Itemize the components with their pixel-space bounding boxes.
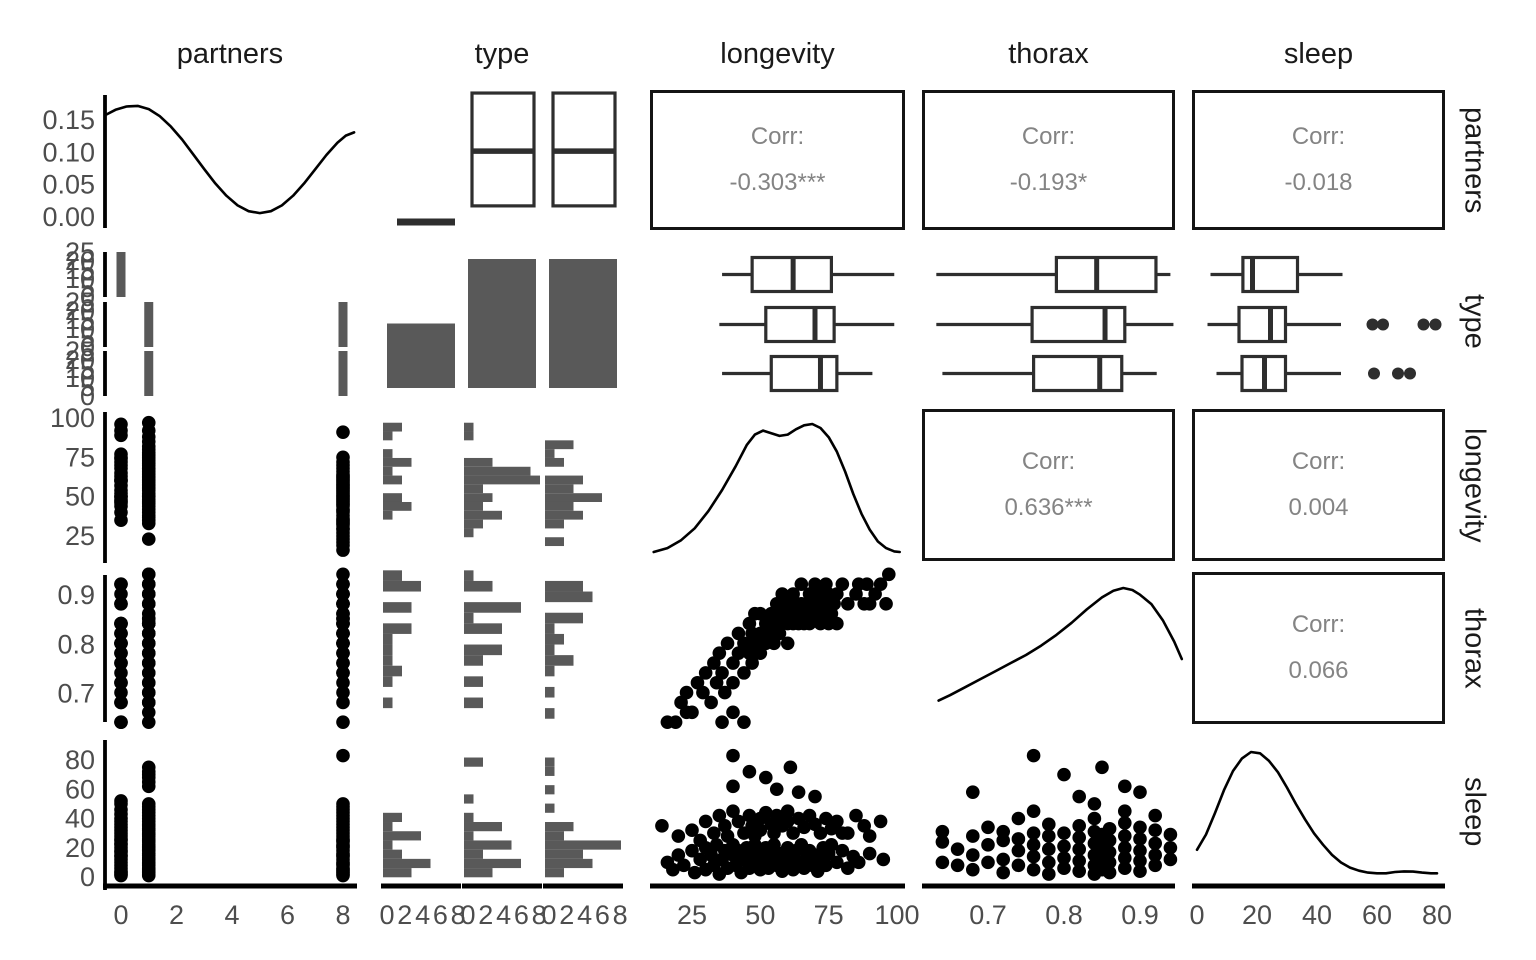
row-strip-type: type bbox=[1458, 293, 1491, 349]
svg-text:75: 75 bbox=[65, 442, 95, 472]
svg-text:0: 0 bbox=[80, 381, 95, 411]
svg-text:60: 60 bbox=[1362, 900, 1392, 930]
svg-text:6: 6 bbox=[280, 900, 295, 930]
svg-text:10: 10 bbox=[65, 264, 95, 294]
corr-cell-thorax-sleep: Corr: 0.066 bbox=[1192, 572, 1445, 724]
svg-text:4: 4 bbox=[496, 900, 511, 930]
svg-text:4: 4 bbox=[415, 900, 430, 930]
svg-text:6: 6 bbox=[595, 900, 610, 930]
corr-label: Corr: bbox=[1021, 123, 1076, 150]
svg-text:6: 6 bbox=[433, 900, 448, 930]
svg-text:0: 0 bbox=[80, 862, 95, 892]
svg-text:25: 25 bbox=[65, 287, 95, 317]
corr-value: -0.193* bbox=[1009, 169, 1088, 196]
corr-value: 0.004 bbox=[1288, 494, 1349, 521]
corr-cell-partners-thorax: Corr: -0.193* bbox=[922, 90, 1175, 230]
svg-text:8: 8 bbox=[613, 900, 628, 930]
column-header-longevity: longevity bbox=[720, 37, 835, 70]
svg-text:8: 8 bbox=[532, 900, 547, 930]
svg-text:0.15: 0.15 bbox=[42, 105, 95, 135]
svg-text:8: 8 bbox=[451, 900, 466, 930]
svg-text:0.8: 0.8 bbox=[1045, 900, 1083, 930]
corr-label: Corr: bbox=[1021, 448, 1076, 475]
svg-text:0: 0 bbox=[1189, 900, 1204, 930]
svg-text:0: 0 bbox=[80, 282, 95, 312]
svg-text:10: 10 bbox=[65, 363, 95, 393]
corr-label: Corr: bbox=[1291, 448, 1346, 475]
svg-text:80: 80 bbox=[1422, 900, 1452, 930]
corr-label: Corr: bbox=[1291, 123, 1346, 150]
corr-value: 0.066 bbox=[1288, 657, 1349, 684]
column-header-thorax: thorax bbox=[1008, 37, 1089, 70]
corr-cell-longevity-sleep: Corr: 0.004 bbox=[1192, 409, 1445, 561]
svg-text:5: 5 bbox=[80, 323, 95, 353]
svg-text:15: 15 bbox=[65, 354, 95, 384]
svg-text:0: 0 bbox=[541, 900, 556, 930]
row-strip-thorax: thorax bbox=[1458, 607, 1491, 689]
column-header-partners: partners bbox=[176, 37, 284, 70]
svg-text:75: 75 bbox=[814, 900, 844, 930]
svg-text:15: 15 bbox=[65, 255, 95, 285]
svg-text:0.05: 0.05 bbox=[42, 170, 95, 200]
corr-cell-partners-sleep: Corr: -0.018 bbox=[1192, 90, 1445, 230]
corr-cell-longevity-thorax: Corr: 0.636*** bbox=[922, 409, 1175, 561]
svg-text:2: 2 bbox=[397, 900, 412, 930]
svg-text:0: 0 bbox=[113, 900, 128, 930]
corr-value: -0.303*** bbox=[729, 169, 826, 196]
svg-text:40: 40 bbox=[1302, 900, 1332, 930]
svg-text:10: 10 bbox=[65, 314, 95, 344]
svg-text:60: 60 bbox=[65, 774, 95, 804]
svg-text:25: 25 bbox=[65, 237, 95, 267]
svg-text:5: 5 bbox=[80, 372, 95, 402]
svg-text:2: 2 bbox=[478, 900, 493, 930]
svg-text:0: 0 bbox=[460, 900, 475, 930]
svg-text:4: 4 bbox=[577, 900, 592, 930]
svg-text:0.9: 0.9 bbox=[57, 580, 95, 610]
svg-text:20: 20 bbox=[65, 833, 95, 863]
svg-text:0.7: 0.7 bbox=[969, 900, 1007, 930]
svg-text:2: 2 bbox=[559, 900, 574, 930]
column-header-sleep: sleep bbox=[1283, 37, 1354, 70]
svg-text:20: 20 bbox=[65, 296, 95, 326]
svg-text:0.7: 0.7 bbox=[57, 679, 95, 709]
row-strip-partners: partners bbox=[1458, 106, 1491, 214]
corr-cell-partners-longevity: Corr: -0.303*** bbox=[650, 90, 905, 230]
corr-label: Corr: bbox=[750, 123, 805, 150]
row-strip-longevity: longevity bbox=[1458, 427, 1491, 543]
svg-text:2: 2 bbox=[169, 900, 184, 930]
svg-text:0: 0 bbox=[80, 332, 95, 362]
svg-text:0.8: 0.8 bbox=[57, 629, 95, 659]
svg-text:0: 0 bbox=[379, 900, 394, 930]
svg-text:0.00: 0.00 bbox=[42, 202, 95, 232]
svg-text:25: 25 bbox=[65, 521, 95, 551]
corr-value: -0.018 bbox=[1284, 169, 1353, 196]
svg-text:0.9: 0.9 bbox=[1121, 900, 1159, 930]
svg-text:20: 20 bbox=[65, 345, 95, 375]
svg-text:20: 20 bbox=[1242, 900, 1272, 930]
corr-value: 0.636*** bbox=[1004, 494, 1093, 521]
svg-text:8: 8 bbox=[335, 900, 350, 930]
svg-text:100: 100 bbox=[50, 403, 95, 433]
svg-text:0.10: 0.10 bbox=[42, 137, 95, 167]
svg-text:50: 50 bbox=[65, 482, 95, 512]
svg-text:50: 50 bbox=[745, 900, 775, 930]
svg-text:20: 20 bbox=[65, 246, 95, 276]
svg-text:5: 5 bbox=[80, 273, 95, 303]
corr-label: Corr: bbox=[1291, 611, 1346, 638]
column-header-type: type bbox=[474, 37, 530, 70]
svg-text:80: 80 bbox=[65, 745, 95, 775]
row-strip-sleep: sleep bbox=[1458, 776, 1491, 847]
svg-text:25: 25 bbox=[677, 900, 707, 930]
svg-text:6: 6 bbox=[514, 900, 529, 930]
svg-text:25: 25 bbox=[65, 336, 95, 366]
svg-text:40: 40 bbox=[65, 804, 95, 834]
svg-text:15: 15 bbox=[65, 305, 95, 335]
svg-text:4: 4 bbox=[224, 900, 239, 930]
svg-text:100: 100 bbox=[874, 900, 919, 930]
